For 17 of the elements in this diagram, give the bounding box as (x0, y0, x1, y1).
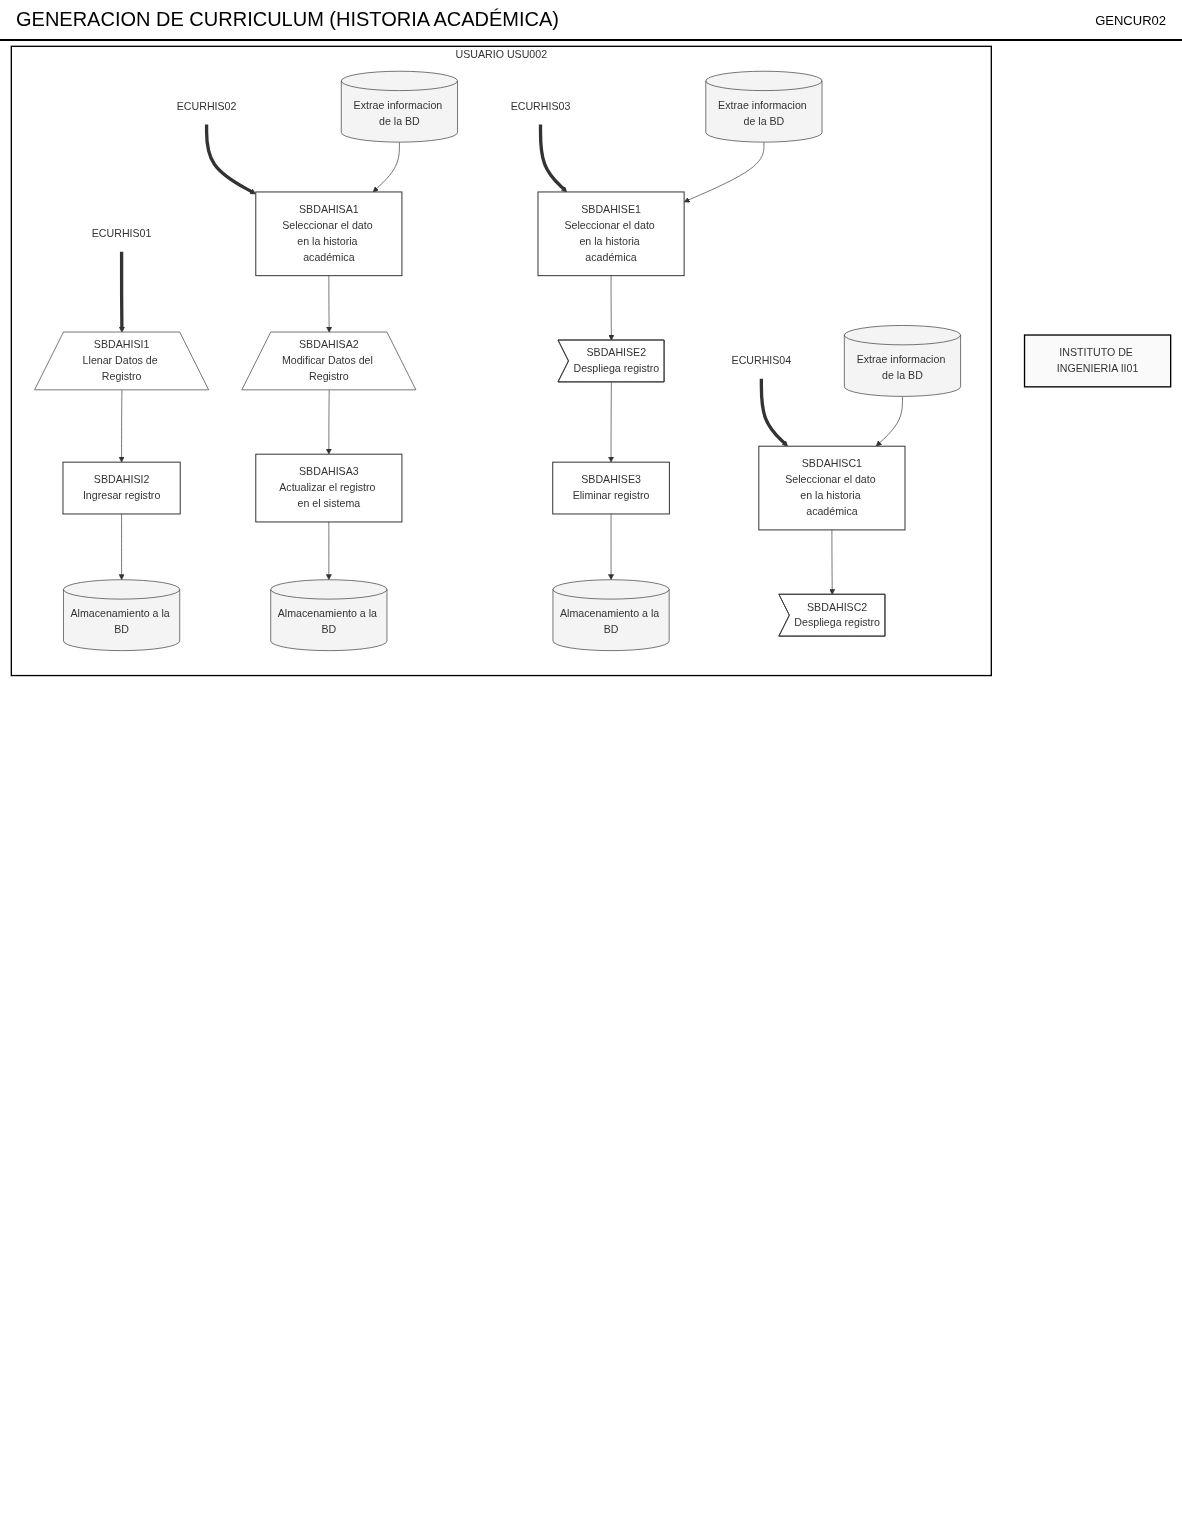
node-box: INSTITUTO DE INGENIERIA II01 (1023, 334, 1172, 388)
arrow (759, 378, 788, 447)
node-text: ECURHIS03 (510, 100, 571, 112)
arrow (538, 124, 568, 193)
diagram-code: GENCUR02 (1095, 12, 1166, 28)
arrow (118, 251, 125, 333)
node-box: SBDAHISE1 Seleccionar el dato en la historia académica (537, 191, 685, 277)
node-box: SBDAHISC1 Seleccionar el dato en la historia académica (758, 445, 906, 531)
node-text: ECURHIS01 (91, 227, 152, 240)
node-box: SBDAHISI2 Ingresar registro (62, 461, 181, 515)
arrow (204, 124, 257, 195)
diagram-title: GENERACION DE CURRICULUM (HISTORIA ACADÉMICA) (16, 8, 560, 31)
node-box: SBDAHISA3 Actualizar el registro en el sistema (255, 453, 403, 523)
node-box: SBDAHISA1 Seleccionar el dato en la historia académica (255, 191, 403, 277)
node-text: ECURHIS02 (176, 100, 237, 112)
node-text: ECURHIS04 (731, 354, 792, 367)
node-box: SBDAHISE3 Eliminar registro (552, 461, 670, 515)
